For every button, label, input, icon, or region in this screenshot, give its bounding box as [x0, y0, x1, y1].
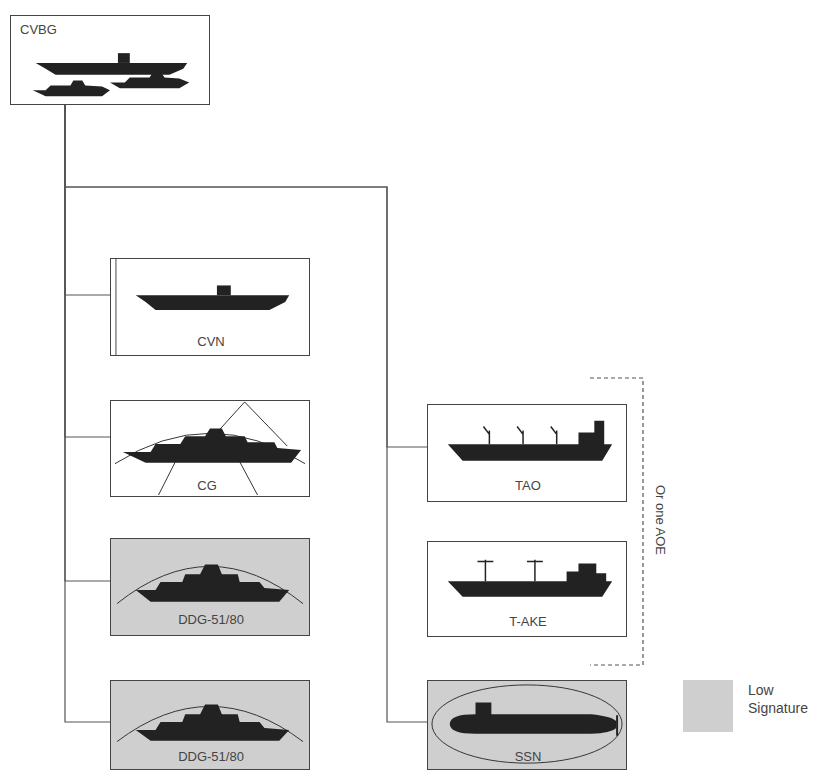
tree-connector: [65, 105, 427, 722]
ship-label: DDG-51/80: [178, 749, 244, 765]
tree-connector: [65, 105, 427, 447]
legend-text: Low Signature: [748, 681, 824, 717]
tree-connector: [65, 105, 110, 722]
ship-label: CVBG: [20, 22, 57, 38]
tree-connector: [65, 105, 110, 581]
ship-box: DDG-51/80: [110, 538, 310, 636]
ship-label: CVN: [197, 334, 224, 350]
legend-swatch: [683, 680, 733, 732]
ship-box: SSN: [427, 680, 627, 770]
ship-label: SSN: [515, 749, 542, 765]
ship-box: CVN: [110, 258, 310, 356]
bracket-note: Or one AOE: [652, 470, 668, 570]
ship-box: TAO: [427, 404, 627, 502]
ship-box: T-AKE: [427, 541, 627, 637]
ship-label: CG: [197, 478, 217, 494]
ship-label: DDG-51/80: [178, 612, 244, 628]
ship-label: TAO: [515, 478, 541, 494]
tree-connector: [65, 105, 110, 295]
ship-box: DDG-51/80: [110, 680, 310, 770]
ship-label: T-AKE: [509, 614, 547, 630]
tree-connector: [65, 105, 110, 437]
group-box: CVBG: [10, 15, 210, 105]
ship-box: CG: [110, 400, 310, 497]
